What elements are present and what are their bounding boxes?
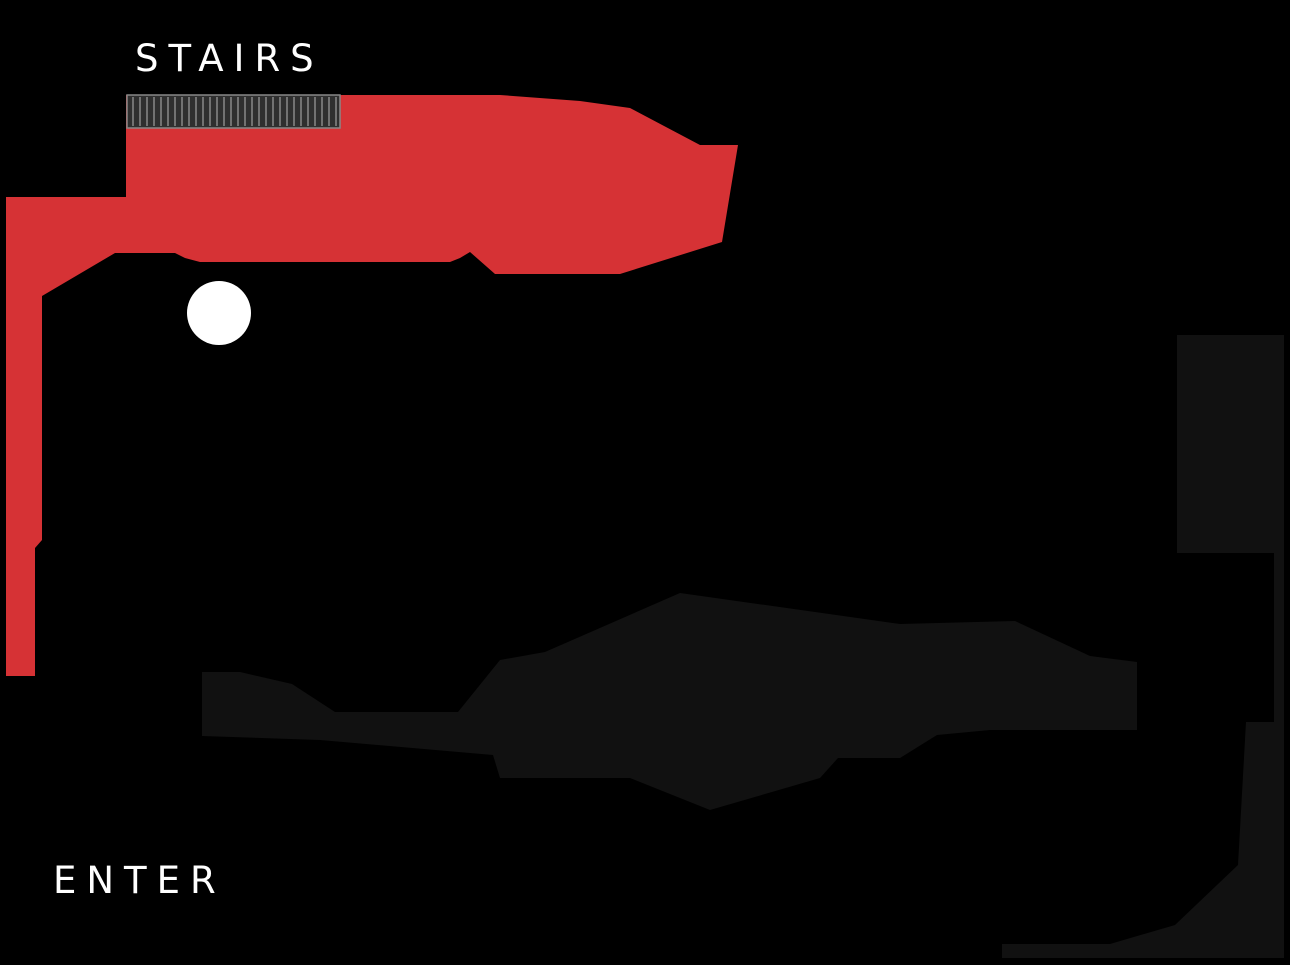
explored-area [6, 95, 738, 676]
unexplored-area-central [202, 593, 1137, 810]
stairs-grate [126, 94, 341, 129]
enter-label: ENTER [53, 859, 226, 902]
unexplored-area-corner [1002, 722, 1284, 958]
stairs-label: STAIRS [135, 37, 324, 80]
unexplored-area-right-wall [1177, 335, 1284, 722]
player-marker [187, 281, 251, 345]
stairs-grate-bars [132, 97, 337, 126]
stairs-grate-frame [126, 94, 341, 129]
